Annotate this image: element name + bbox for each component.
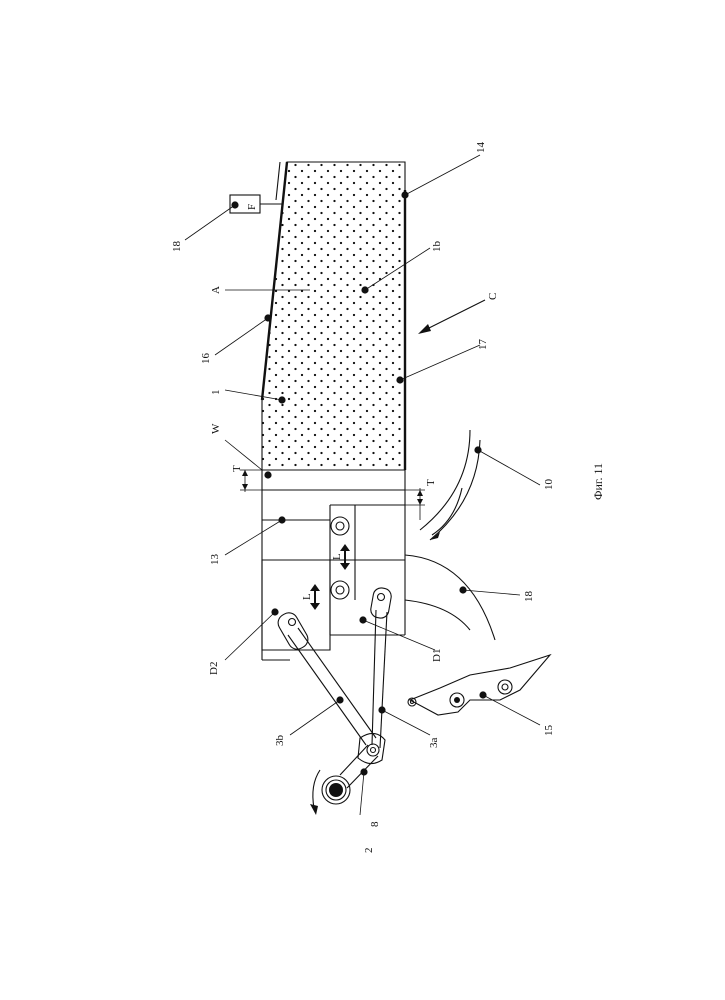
top-edge-tip [276, 162, 280, 200]
label-d2: D2 [208, 662, 220, 675]
label-14: 14 [475, 142, 487, 154]
label-1b: 1b [431, 241, 443, 253]
d2-link [275, 610, 311, 653]
label-l-lower: L [301, 593, 313, 600]
label-f: F [246, 204, 258, 210]
d1-arm [370, 587, 393, 620]
label-w: W [210, 423, 222, 434]
label-15: 15 [543, 725, 555, 737]
dotted-block [262, 162, 405, 470]
roller-lower [331, 581, 349, 599]
blade-15 [408, 655, 550, 715]
label-18-right: 18 [523, 591, 535, 603]
label-8: 8 [369, 821, 381, 827]
rod-3a [372, 610, 387, 748]
label-16: 16 [200, 353, 212, 365]
d2-block [262, 560, 330, 650]
label-d1: D1 [431, 649, 443, 662]
label-17: 17 [477, 339, 489, 351]
c-arrow [418, 300, 485, 334]
curved-part-18 [405, 555, 495, 640]
label-18-top: 18 [171, 241, 183, 253]
label-l-upper: L [331, 553, 343, 560]
t-dimension-bottom [405, 488, 425, 520]
t-dimension-top [240, 470, 262, 492]
label-2: 2 [363, 848, 375, 854]
frame-lower [262, 470, 405, 660]
figure-caption: Фиг. 11 [591, 463, 605, 500]
label-3b: 3b [274, 735, 286, 747]
label-13: 13 [209, 554, 221, 566]
label-a: A [210, 286, 222, 294]
label-10: 10 [543, 479, 555, 491]
label-t-bottom: T [425, 479, 437, 486]
label-1: 1 [210, 390, 222, 396]
label-t-top: T [231, 465, 243, 472]
label-c: C [487, 293, 499, 300]
drive-wheel-2 [310, 770, 350, 815]
label-3a: 3a [428, 738, 440, 749]
roller-upper [331, 517, 349, 535]
